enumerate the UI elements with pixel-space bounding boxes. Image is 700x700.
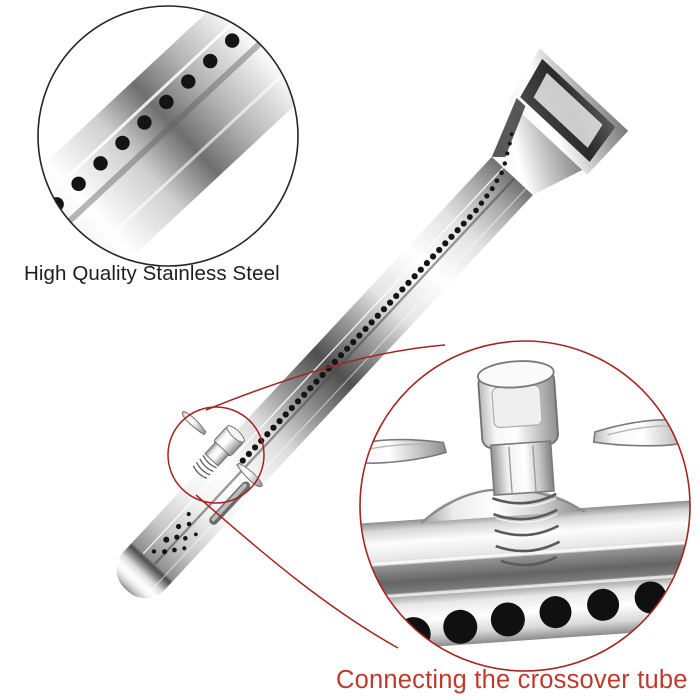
magnified-screw-threads: [491, 492, 561, 567]
burner-crossover-slot: [209, 481, 251, 525]
callout-source-ring-crossover: [167, 406, 265, 504]
caption-high-quality-stainless-steel: High Quality Stainless Steel: [24, 262, 280, 285]
callout-ring-stainless-steel: [37, 5, 299, 267]
wing-nut-on-main-tube: [181, 411, 263, 488]
burner-gas-ports: [151, 132, 514, 555]
caption-connecting-the-crossover-tube: Connecting the crossover tube: [336, 666, 688, 694]
callout-circle-crossover-tube: [359, 340, 691, 672]
magnified-crossover-ports: [396, 574, 690, 652]
callout-leader-lines: [195, 344, 446, 649]
burner-body: [131, 155, 535, 582]
callout-ring-crossover-tube: [359, 340, 691, 672]
burner-air-shutter-opening: [491, 48, 629, 175]
